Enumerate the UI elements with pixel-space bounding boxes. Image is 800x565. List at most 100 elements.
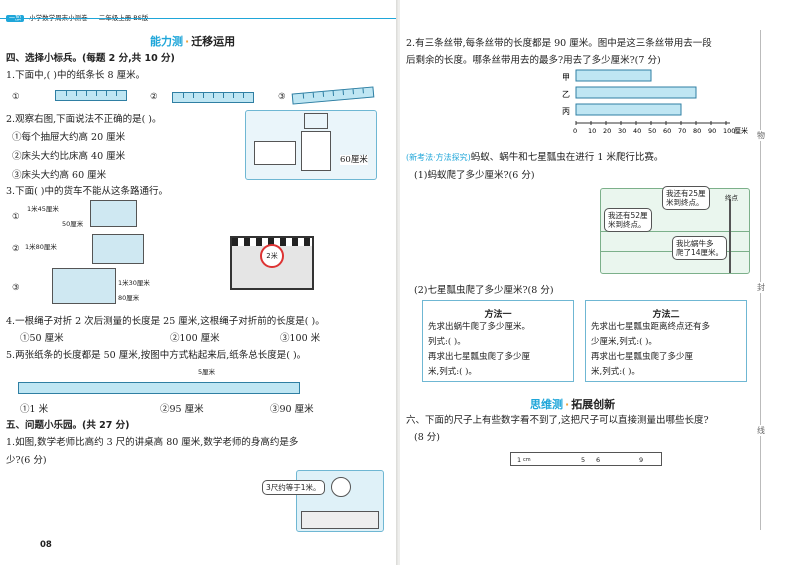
q5-opt3: ③90 厘米 [270,404,314,415]
q3-opt1: ① [12,212,20,222]
ruler-label-5: 5 [581,456,586,464]
q1-ruler-3 [291,86,375,105]
side-char-1: 物 [757,130,765,141]
broken-ruler: 1 cm 5 6 9 [510,452,662,466]
bubble-snail: 我还有52厘 米到终点。 [604,208,652,232]
section2-title: 思维测·拓展创新 [530,398,616,411]
section2-title-b: 拓展创新 [571,398,616,411]
bubble-ant-l2: 米到终点。 [666,198,704,207]
teacher-illustration [296,470,384,532]
bubble-ant-l1: 我还有25厘 [666,189,706,198]
q3-text: 3.下面( )中的货车不能从这条路通行。 [6,186,168,197]
bed [254,141,296,165]
truck-2 [92,234,144,264]
track-line-1 [601,231,749,232]
ribbon-bar-1 [575,86,697,99]
finish-line [729,199,731,273]
road-gate: 2米 [230,236,314,290]
q4-opt3: ③100 米 [280,333,321,344]
truck3-height: 1米30厘米 [118,279,150,287]
r-q3-text: (新考法·方法探究)蚂蚁、蜗牛和七星瓢虫在进行 1 米爬行比赛。 [406,152,663,163]
method-two-l3: 再求出七星瓢虫爬了多少厘 [591,352,694,362]
q5-overlap-label: 5厘米 [198,368,216,376]
bubble-ladybug-l1: 我比蜗牛多 [676,239,714,248]
q3-opt2: ② [12,244,20,254]
section-title: 能力测·迁移运用 [150,35,236,48]
truck-3 [52,268,116,304]
method-two-l2: 少厘米,列式:( )。 [591,337,657,347]
header-rule [0,18,398,19]
right-page: 2.有三条丝带,每条丝带的长度都是 90 厘米。图中是这三条丝带用去一段 后剩余… [400,0,800,565]
teacher-head [331,477,351,497]
q1-ruler-1 [55,90,127,101]
ribbon-bar-2 [575,103,682,116]
q5-text: 5.两张纸条的长度都是 50 厘米,按图中方式粘起来后,纸条总长度是( )。 [6,350,307,361]
page-number: 08 [40,540,52,550]
method-two-l4: 米,列式:( )。 [591,367,640,377]
method-two-title: 方法二 [652,310,680,320]
truck1-low: 50厘米 [62,220,84,228]
method-one-l4: 米,列式:( )。 [428,367,477,377]
r-q3-sub1: (1)蚂蚁爬了多少厘米?(6 分) [414,170,535,181]
ribbon-label-1: 乙 [562,90,570,99]
q1-opt2: ② [150,92,158,102]
method-one-l2: 列式:( )。 [428,337,466,347]
bubble-snail-l2: 米到终点。 [608,220,646,229]
truck-1 [90,200,137,227]
q1-opt1: ① [12,92,20,102]
ribbon-tick-label-10: 100 [723,127,735,134]
r-q3-desc: 蚂蚁、蜗牛和七星瓢虫在进行 1 米爬行比赛。 [470,152,664,163]
ribbon-label-0: 甲 [562,73,570,82]
part6-line1: 六、下面的尺子上有些数字看不到了,这把尺子可以直接测量出哪些长度? [406,415,709,426]
gate-bar [232,238,312,246]
p5q1-line2: 少?(6 分) [6,455,47,466]
height-limit-sign: 2米 [260,244,284,268]
r-q2-line2: 后剩余的长度。哪条丝带用去的最多?用去了多少厘米?(7 分) [406,55,661,66]
q4-opt1: ①50 厘米 [20,333,64,344]
q2-opt1: ①每个抽屉大约高 20 厘米 [12,132,126,143]
ruler-label-cm: cm [523,457,531,463]
truck1-height: 1米45厘米 [27,205,59,213]
ribbon-tick-label-8: 80 [693,127,701,134]
book-gutter [396,0,402,565]
ribbon-label-2: 丙 [562,107,570,116]
bubble-ladybug: 我比蜗牛多 爬了14厘米。 [672,236,728,260]
part5-heading: 五、问题小乐园。(共 27 分) [6,420,130,431]
header: 一加 小学数学周末小测卷 二年级上册 BS版 [6,5,148,24]
r-q2-line1: 2.有三条丝带,每条丝带的长度都是 90 厘米。图中是这三条丝带用去一段 [406,38,712,49]
section2-title-a: 思维测 [530,398,563,411]
q1-text: 1.下面中,( )中的纸条长 8 厘米。 [6,70,146,81]
ribbon-axis-unit: 厘米 [734,126,748,134]
bedroom-illustration [245,110,377,180]
paper-strips [18,382,300,394]
bubble-snail-l1: 我还有52厘 [608,211,648,220]
method-one-title: 方法一 [484,310,512,320]
section-title-b: 迁移运用 [191,35,236,48]
q5-opt2: ②95 厘米 [160,404,204,415]
cabinet [301,131,331,171]
ruler-label-6: 6 [596,456,601,464]
side-char-2: 封 [757,282,765,293]
ribbon-bar-0 [575,69,652,82]
binding-line [760,30,761,530]
bubble-ant: 我还有25厘 米到终点。 [662,186,710,210]
r-q3-tag: (新考法·方法探究) [406,153,471,162]
q1-ruler-2 [172,92,254,103]
method-one-box: 方法一 先求出蜗牛爬了多少厘米。 列式:( )。 再求出七星瓢虫爬了多少厘 米,… [422,300,574,382]
ribbon-tick-label-7: 70 [678,127,686,134]
p5q1-speech-bubble: 3尺约等于1米。 [262,480,325,495]
q1-opt3: ③ [278,92,286,102]
bubble-ladybug-l2: 爬了14厘米。 [676,248,724,257]
method-one-l3: 再求出七星瓢虫爬了多少厘 [428,352,531,362]
q2-opt3: ③床头大约高 60 厘米 [12,170,107,181]
ribbon-tick-label-1: 10 [588,127,596,134]
q4-text: 4.一根绳子对折 2 次后测量的长度是 25 厘米,这根绳子对折前的长度是( )… [6,316,325,327]
q3-opt3: ③ [12,283,20,293]
ribbon-tick-label-0: 0 [573,127,577,134]
q2-text: 2.观察右图,下面说法不正确的是( )。 [6,114,162,125]
p5q1-line1: 1.如图,数学老师比高约 3 尺的讲桌高 80 厘米,数学老师的身高约是多 [6,437,299,448]
section-title-a: 能力测 [150,35,183,48]
finish-label: 终点 [725,194,738,202]
method-one-l1: 先求出蜗牛爬了多少厘米。 [428,322,531,332]
